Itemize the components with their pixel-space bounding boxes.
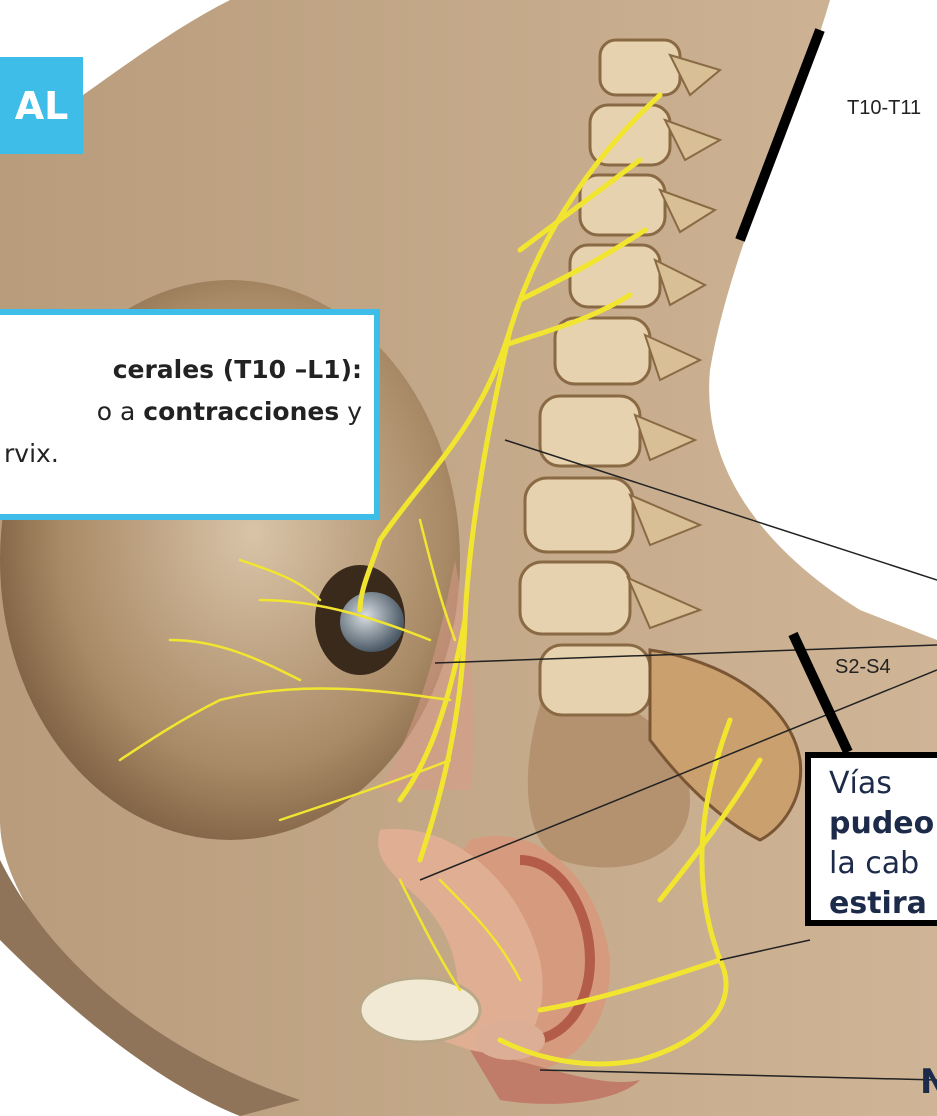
fetal-head (340, 592, 404, 652)
somatic-line-2: pudeo (829, 804, 937, 844)
visceral-pathway-callout: cerales (T10 –L1): o a contracciones y r… (0, 309, 380, 520)
edge-label: N (920, 1062, 937, 1102)
visceral-line-2: o a contracciones y (0, 391, 362, 433)
somatic-pathway-callout: Vías pudeo la cab estira (805, 752, 937, 926)
visceral-line-3: rvix. (0, 433, 362, 475)
segment-label-lower: S2-S4 (835, 656, 891, 679)
visceral-line-1: cerales (T10 –L1): (0, 349, 362, 391)
section-tag: AL (0, 57, 83, 154)
somatic-line-3: la cab (829, 844, 937, 884)
segment-label-upper: T10-T11 (847, 97, 921, 120)
pubic-bone (360, 978, 480, 1042)
somatic-line-4: estira (829, 884, 937, 924)
somatic-line-1: Vías (829, 764, 937, 804)
